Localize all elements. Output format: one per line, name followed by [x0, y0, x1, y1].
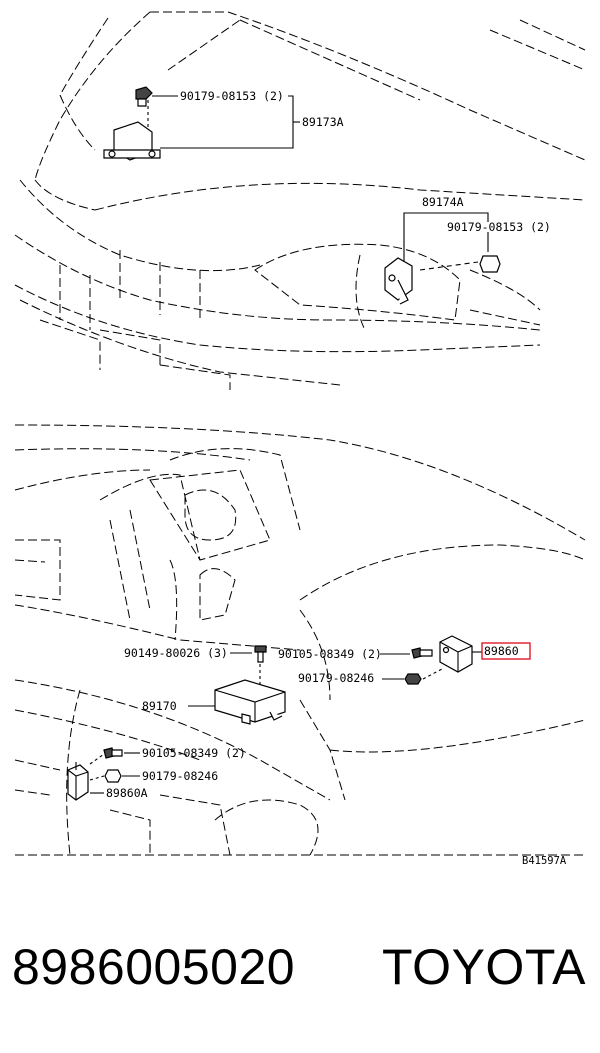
sensor-89860[interactable] — [439, 635, 473, 673]
nut-center[interactable] — [404, 673, 422, 685]
label-nut-lower: 90179-08246 — [142, 769, 218, 783]
label-highlight-part[interactable]: 89860 — [484, 644, 519, 658]
label-bolt-center-2: 90105-08349 (2) — [278, 647, 382, 661]
front-body-drawing — [14, 11, 586, 390]
bolt-center-2[interactable] — [411, 647, 433, 659]
label-bolt-lower-2: 90105-08349 (2) — [142, 746, 246, 760]
nut-lower[interactable] — [104, 769, 122, 783]
sensor-89860a[interactable] — [67, 762, 89, 801]
diagram-code: B41597A — [522, 855, 567, 867]
part-number: 8986005020 — [12, 939, 296, 995]
airbag-ecu[interactable] — [214, 679, 286, 725]
front-sensor-left[interactable] — [103, 121, 161, 161]
brand-name: TOYOTA — [382, 939, 586, 995]
bolt-center-3[interactable] — [254, 645, 267, 663]
label-bolt-center-3: 90149-80026 (3) — [124, 646, 228, 660]
label-bolt-top: 90179-08153 (2) — [180, 89, 284, 103]
label-nut-right-front: 90179-08153 (2) — [447, 220, 551, 234]
label-sensor-right-front: 89174A — [422, 195, 464, 209]
highlight-box — [481, 642, 531, 660]
interior-drawing — [14, 424, 586, 856]
bolt-top[interactable] — [135, 86, 153, 107]
bolt-lower-2[interactable] — [103, 747, 123, 759]
label-sensor-lower: 89860A — [106, 786, 148, 800]
label-nut-center: 90179-08246 — [298, 671, 374, 685]
nut-right-front[interactable] — [479, 255, 501, 273]
label-sensor-left-front: 89173A — [302, 115, 344, 129]
label-airbag-ecu: 89170 — [142, 699, 177, 713]
front-sensor-right[interactable] — [384, 257, 413, 305]
